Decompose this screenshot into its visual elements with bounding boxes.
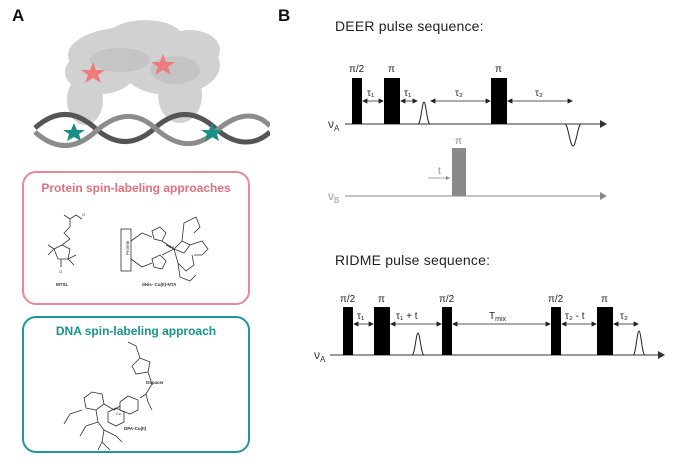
ridme-tmix-label: Tmix xyxy=(489,311,506,323)
deer-tau2-label-1: τ₂ xyxy=(455,88,463,99)
dna-label-structure: Cu Dspacer DPA-Cu(II) xyxy=(63,341,164,451)
ridme-pi2-label-3: π/2 xyxy=(548,294,564,305)
panel-a-letter: A xyxy=(12,6,25,25)
ridme-tau1-label: τ₁ xyxy=(357,311,365,322)
deer-pulse-pi2 xyxy=(352,78,362,124)
deer-t-label: t xyxy=(438,166,441,177)
panel-b-letter: B xyxy=(278,6,291,25)
deer-pi-label-1: π xyxy=(388,64,395,75)
protein-rect-label: Protein xyxy=(125,240,130,255)
ridme-title: RIDME pulse sequence: xyxy=(335,252,491,268)
dspacer-label: Dspacer xyxy=(146,380,164,385)
star-icon xyxy=(81,62,105,83)
star-icon xyxy=(151,54,175,75)
ridme-pi2-label-2: π/2 xyxy=(439,294,455,305)
ridme-tau1-plus-t-label: τ₁ + t xyxy=(396,311,418,322)
protein-dna-illustration xyxy=(33,20,270,148)
ridme-nu-a-label: νA xyxy=(314,348,326,364)
ridme-pulse-pi2-1 xyxy=(343,307,353,355)
deer-tau1-label-2: τ₁ xyxy=(404,88,412,99)
dna-box-title: DNA spin-labeling approach xyxy=(55,324,217,338)
svg-text:O: O xyxy=(82,212,85,217)
deer-nu-a-label: νA xyxy=(328,117,340,133)
dpa-cu-label: DPA-Cu(II) xyxy=(124,426,147,431)
ridme-pi2-label-1: π/2 xyxy=(340,294,356,305)
ridme-pulse-pi2-2 xyxy=(442,307,452,355)
deer-echo-2 xyxy=(564,123,582,147)
ridme-tau2-minus-t-label: τ₂ - t xyxy=(565,311,585,322)
svg-text:Cu: Cu xyxy=(169,244,174,249)
deer-pulse-pi-1 xyxy=(384,78,400,124)
protein-box-title: Protein spin-labeling approaches xyxy=(41,181,231,195)
dna-spin-labeling-box: DNA spin-labeling approach Cu Dspacer DP… xyxy=(22,316,250,453)
deer-tau2-label-2: τ₂ xyxy=(535,88,543,99)
mtsl-label: MTSL xyxy=(56,282,68,287)
star-icon xyxy=(63,123,85,141)
deer-tau1-label-1: τ₁ xyxy=(367,88,375,99)
deer-echo-1 xyxy=(417,101,431,125)
dhis-cu-nta-label: dHis- Cu(II)-NTA xyxy=(142,282,177,287)
ridme-pulse-diagram: νA π/2 π π/2 π/2 π τ₁ τ₁ + t Tmix τ₂ - t… xyxy=(314,294,665,364)
ridme-pulse-pi-2 xyxy=(597,307,613,355)
deer-title: DEER pulse sequence: xyxy=(335,18,484,34)
ridme-echo-2 xyxy=(632,330,646,356)
ridme-tau2-label: τ₂ xyxy=(620,311,628,322)
deer-pi2-label: π/2 xyxy=(349,64,365,75)
ridme-pi-label-2: π xyxy=(601,294,608,305)
deer-pi-label-2: π xyxy=(495,64,502,75)
ridme-pi-label-1: π xyxy=(378,294,385,305)
svg-text:O: O xyxy=(59,269,62,274)
svg-text:Cu: Cu xyxy=(116,411,121,416)
deer-pump-pulse xyxy=(452,148,466,196)
deer-pulse-pi-2 xyxy=(491,78,507,124)
ridme-echo-1 xyxy=(411,332,425,356)
ridme-pulse-pi-1 xyxy=(374,307,390,355)
protein-spin-labeling-box: Protein spin-labeling approaches O O Pro… xyxy=(22,171,250,305)
deer-pulse-diagram: νA π/2 π π τ₁ τ₁ τ₂ τ₂ νB π t xyxy=(328,64,607,205)
ridme-pulse-pi2-3 xyxy=(551,307,561,355)
deer-pump-pi-label: π xyxy=(455,136,462,147)
star-icon xyxy=(201,123,223,141)
protein-labels-structures: O O Protein Cu MTSL dHis- Cu(II)-NTA xyxy=(47,212,209,287)
deer-nu-b-label: νB xyxy=(328,189,339,205)
